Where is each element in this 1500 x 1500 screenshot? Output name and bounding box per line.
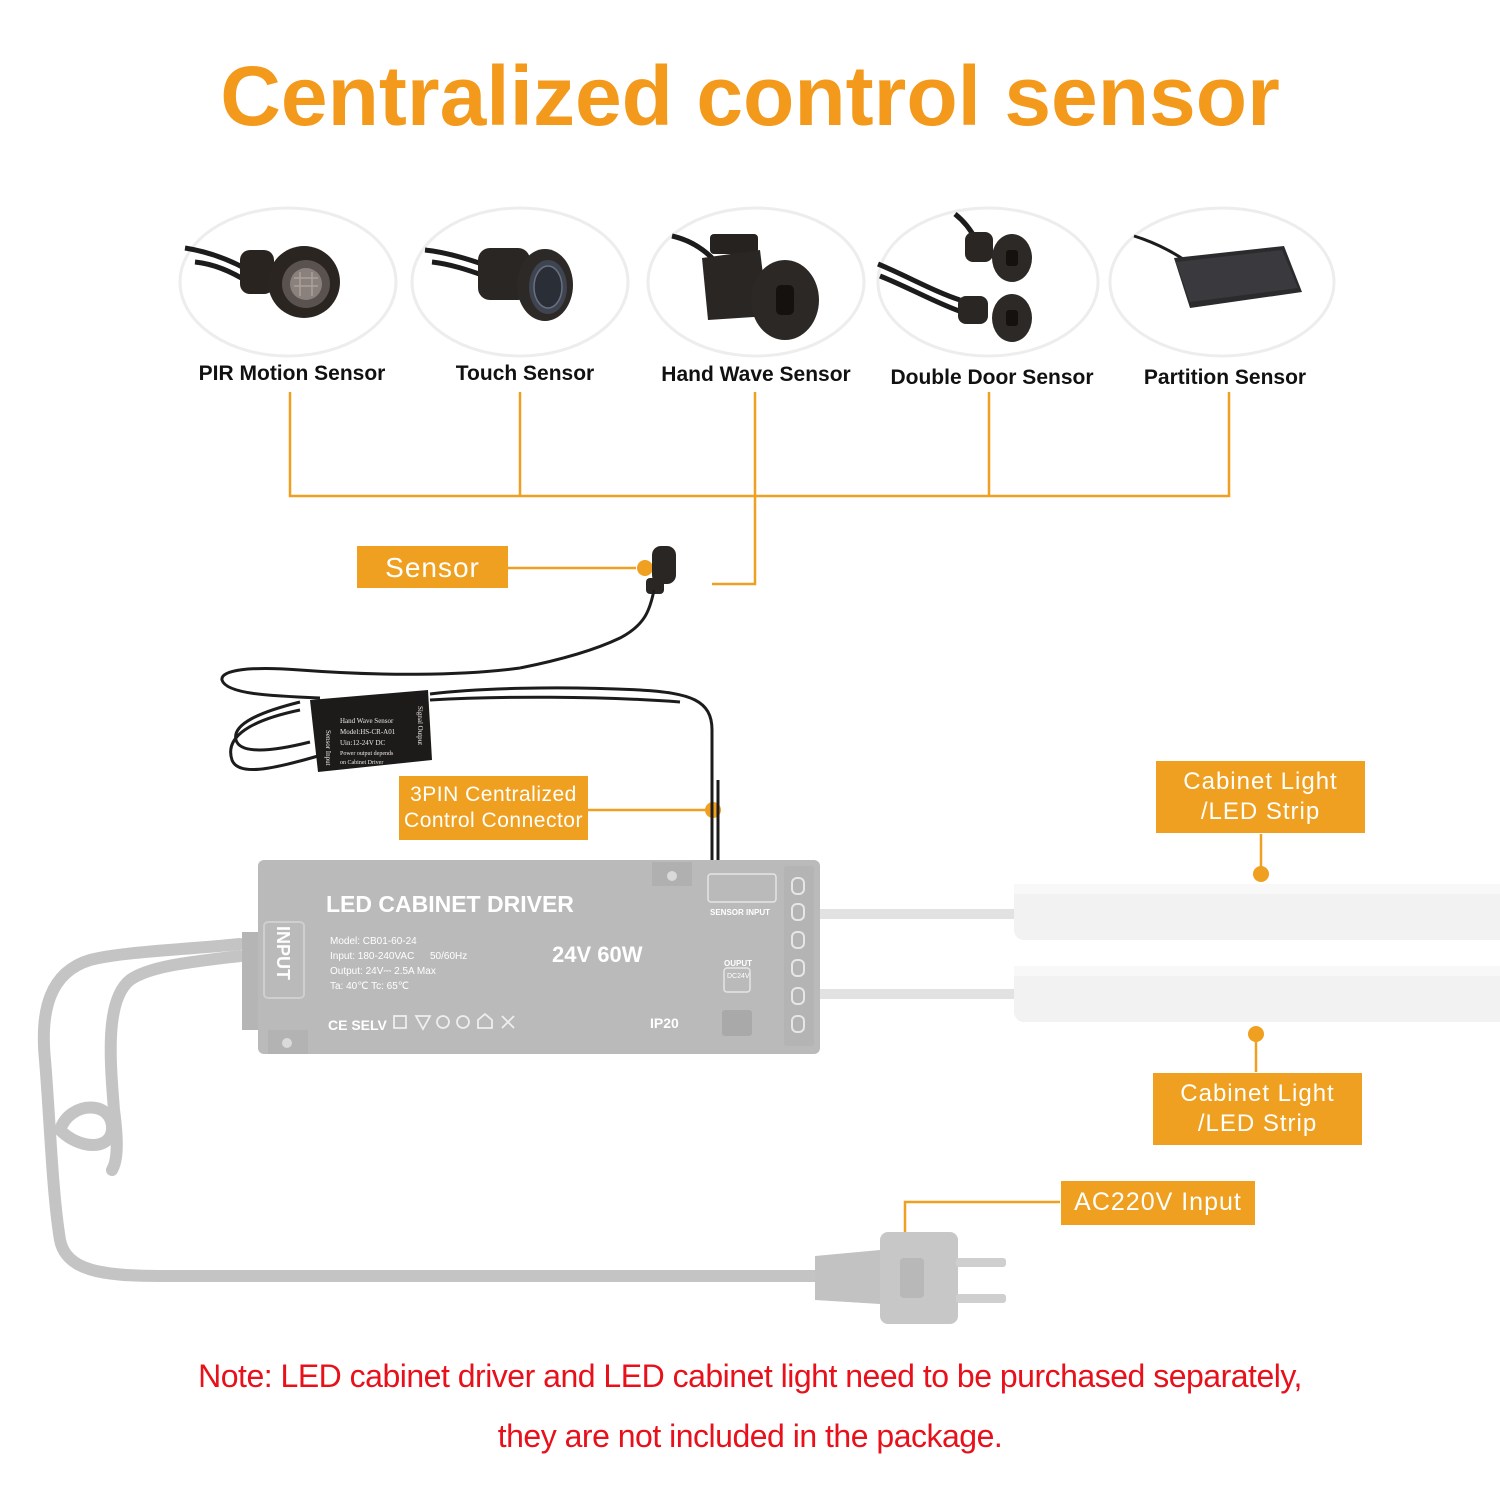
light-bottom-tag-line2: /LED Strip bbox=[1197, 1110, 1318, 1137]
driver-freq: 50/60Hz bbox=[430, 951, 467, 962]
led-cabinet-driver: INPUT SENSOR INPUT OUPUT DC24V LED CABIN… bbox=[242, 860, 820, 1054]
partition-sensor-icon bbox=[1133, 234, 1302, 308]
page-title: Centralized control sensor bbox=[220, 49, 1280, 143]
driver-output-voltage: DC24V bbox=[727, 973, 750, 980]
module-line2: Model:HS-CR-A01 bbox=[340, 728, 396, 736]
certification-icons bbox=[393, 1012, 515, 1031]
light-bottom-tag-line1: Cabinet Light bbox=[1180, 1080, 1335, 1107]
driver-temps: Ta: 40℃ Tc: 65℃ bbox=[330, 981, 409, 992]
sensor-hub-module: Hand Wave Sensor Model:HS-CR-A01 Uin:12-… bbox=[310, 690, 432, 772]
ac-power-cord bbox=[37, 938, 826, 1282]
module-side-left: Sensor Input bbox=[324, 730, 332, 766]
sensor-label-touch: Touch Sensor bbox=[455, 362, 595, 385]
light-top-tag-line1: Cabinet Light bbox=[1183, 768, 1338, 795]
connector-tag-line2: Control Connector bbox=[404, 809, 583, 832]
sensor-cable-coil bbox=[220, 666, 720, 860]
connector-tag: 3PIN Centralized Control Connector bbox=[399, 776, 588, 840]
sensor-label-double-door: Double Door Sensor bbox=[890, 366, 1094, 389]
driver-ip: IP20 bbox=[650, 1015, 679, 1031]
module-side-right: Signal Output bbox=[416, 706, 424, 745]
bracket-connector-lines bbox=[288, 392, 1263, 1240]
sensor-label-hand-wave: Hand Wave Sensor bbox=[661, 363, 851, 386]
note-line1: Note: LED cabinet driver and LED cabinet… bbox=[198, 1358, 1302, 1394]
driver-marks: CE SELV bbox=[328, 1017, 388, 1033]
sensor-head-icon bbox=[519, 546, 676, 670]
driver-output: Output: 24V⎓ 2.5A Max bbox=[330, 966, 436, 977]
module-line1: Hand Wave Sensor bbox=[340, 717, 394, 725]
module-line3: Uin:12-24V DC bbox=[340, 739, 386, 747]
sensor-label-pir: PIR Motion Sensor bbox=[198, 362, 386, 385]
light-top-tag-line2: /LED Strip bbox=[1200, 798, 1321, 825]
connector-tag-line1: 3PIN Centralized bbox=[410, 782, 577, 806]
driver-input-side: INPUT bbox=[273, 926, 293, 980]
ac-plug bbox=[815, 1232, 1006, 1324]
driver-model: Model: CB01-60-24 bbox=[330, 936, 417, 947]
driver-sensor-input: SENSOR INPUT bbox=[710, 908, 770, 917]
module-line4: Power output depends bbox=[340, 751, 394, 757]
driver-rating: 24V 60W bbox=[552, 942, 643, 967]
driver-output-label: OUPUT bbox=[724, 959, 752, 968]
touch-sensor-icon bbox=[424, 247, 573, 321]
sensor-tag-label: Sensor bbox=[385, 551, 480, 583]
light-top-tag: Cabinet Light /LED Strip bbox=[1156, 761, 1365, 833]
ac-input-tag-label: AC220V Input bbox=[1074, 1188, 1242, 1217]
sensor-label-partition: Partition Sensor bbox=[1143, 366, 1307, 389]
pir-motion-sensor-icon bbox=[184, 245, 340, 318]
driver-input: Input: 180-240VAC bbox=[330, 951, 414, 962]
ac-input-tag: AC220V Input bbox=[1061, 1181, 1255, 1225]
light-bottom-tag: Cabinet Light /LED Strip bbox=[1153, 1073, 1362, 1145]
hand-wave-sensor-icon bbox=[671, 233, 819, 340]
note-line2: they are not included in the package. bbox=[497, 1418, 1003, 1454]
led-strips bbox=[820, 884, 1500, 1022]
driver-title: LED CABINET DRIVER bbox=[326, 891, 574, 917]
module-line5: on Cabinet Driver bbox=[340, 760, 383, 766]
double-door-sensor-icon bbox=[877, 212, 1032, 342]
sensor-tag: Sensor bbox=[357, 546, 508, 588]
